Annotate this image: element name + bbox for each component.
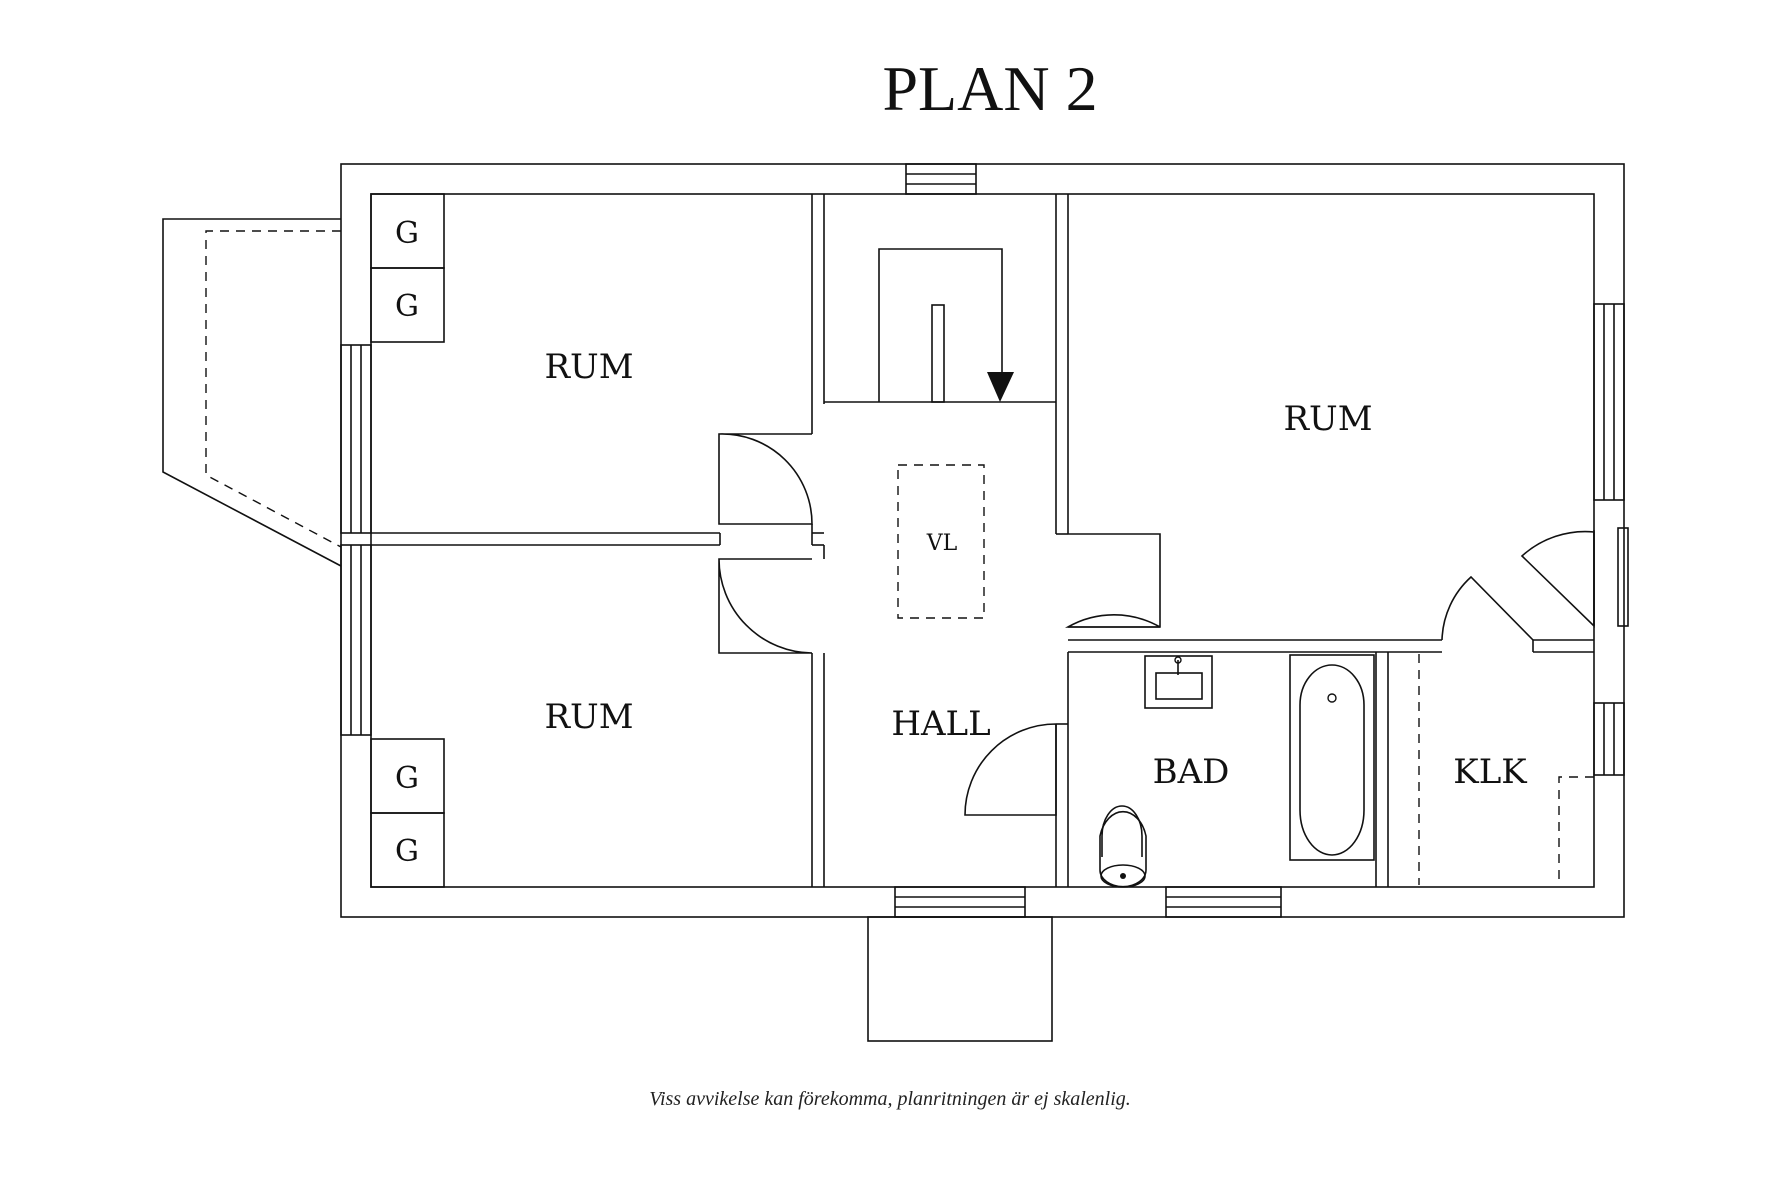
sink [1144,655,1213,709]
bath-fixtures [1099,654,1375,888]
room-label-bottom-left: RUM [544,697,633,737]
room-label-closet: KLK [1453,752,1527,792]
stair-arrow-icon [987,372,1014,402]
room-label-hall: HALL [891,704,990,744]
interior-walls [371,194,1594,887]
room-label-top-left: RUM [544,347,633,387]
door-right-room [1064,533,1161,628]
closet-shelves [1418,654,1594,885]
vl-label: VL [926,531,958,556]
wardrobe-label: G [395,216,419,251]
wardrobe-label: G [395,834,419,869]
wardrobe-label: G [395,761,419,796]
balcony [162,218,342,567]
door-bottom-left-room [718,558,813,654]
windows [340,163,1629,918]
wardrobe-label: G [395,289,419,324]
wardrobes [370,193,445,888]
plan-title: PLAN 2 [882,53,1097,124]
outer-walls [340,163,1625,918]
room-label-right: RUM [1283,399,1372,439]
door-closet [1441,575,1534,641]
door-bath [964,723,1057,816]
entry-stoop [867,916,1053,1042]
room-label-bath: BAD [1153,752,1230,792]
toilet [1101,805,1143,857]
staircase [878,248,1014,403]
bathtub [1289,654,1375,861]
door-top-left-room [718,433,813,525]
disclaimer: Viss avvikelse kan förekomma, planritnin… [649,1088,1131,1110]
doors [718,433,1595,816]
door-balcony-side [1520,530,1595,628]
vl-area [897,464,985,619]
